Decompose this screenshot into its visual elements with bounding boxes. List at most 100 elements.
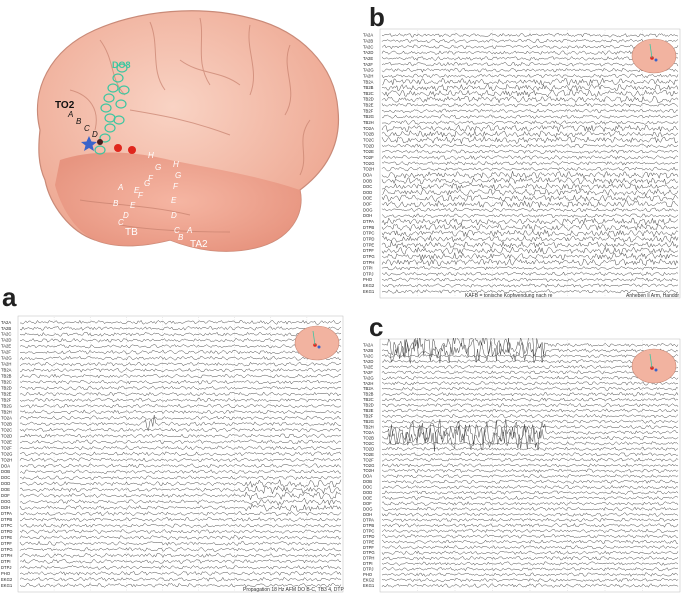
- eeg-trace: [19, 582, 342, 588]
- eeg-channel-label: TO2G: [363, 463, 374, 468]
- eeg-channel-label: TB2F: [1, 397, 12, 402]
- eeg-channel-label: DOH: [363, 512, 372, 517]
- eeg-channel-label: TO2D: [363, 143, 374, 148]
- eeg-trace: [381, 572, 679, 577]
- eeg-channel-label: EKG2: [1, 577, 13, 582]
- svg-text:A: A: [67, 110, 73, 119]
- eeg-channel-label: DOE: [1, 487, 10, 492]
- temporal-lobe: [55, 152, 301, 252]
- eeg-channel-label: DTPC: [1, 523, 12, 528]
- eeg-channel-label: TB2B: [363, 85, 374, 90]
- eeg-channel-label: TA2C: [1, 332, 11, 337]
- eeg-trace: [19, 326, 342, 331]
- eeg-channel-label: TA2G: [363, 375, 374, 380]
- eeg-trace: [381, 240, 679, 249]
- eeg-channel-label: TB2G: [363, 419, 374, 424]
- eeg-channel-label: TO2A: [1, 415, 12, 420]
- eeg-channel-label: DTPF: [363, 248, 374, 253]
- eeg-trace: [381, 474, 679, 479]
- eeg-trace: [381, 550, 679, 556]
- eeg-channel-label: DOA: [363, 172, 372, 177]
- eeg-channel-label: TB2H: [363, 425, 374, 430]
- eeg-trace: [381, 397, 679, 402]
- eeg-channel-label: TO2F: [363, 155, 374, 160]
- eeg-channel-label: TB2F: [363, 108, 374, 113]
- eeg-channel-label: TB2E: [363, 103, 374, 108]
- eeg-trace: [381, 265, 679, 271]
- eeg-channel-label: DOB: [363, 178, 372, 183]
- panel-b-annotation: KAFB = tonische Kopfwendung nach re: [465, 293, 553, 299]
- eeg-trace: [19, 355, 342, 361]
- eeg-channel-label: DOD: [363, 490, 372, 495]
- eeg-trace: [381, 479, 679, 484]
- eeg-channel-label: DTPI: [1, 559, 11, 564]
- eeg-trace: [19, 367, 342, 373]
- eeg-channel-label: EKG2: [363, 578, 375, 583]
- brain-illustration: DO8 TO2 A B C D H G F E H G F E D C A B …: [36, 10, 340, 252]
- eeg-channel-label: DTPA: [363, 517, 374, 522]
- eeg-channel-label: DTPF: [1, 541, 12, 546]
- eeg-channel-label: DOF: [363, 501, 372, 506]
- eeg-trace: [381, 95, 679, 104]
- eeg-channel-label: TO2F: [1, 445, 12, 450]
- eeg-channel-label: TA2H: [363, 73, 373, 78]
- svg-text:H: H: [173, 160, 179, 169]
- eeg-trace: [19, 337, 342, 343]
- eeg-trace: [381, 583, 679, 588]
- eeg-trace: [381, 364, 679, 370]
- eeg-channel-label: TO2C: [1, 427, 12, 432]
- eeg-trace: [381, 419, 679, 424]
- svg-text:B: B: [76, 117, 82, 126]
- eeg-trace: [381, 413, 679, 419]
- eeg-trace: [19, 535, 342, 541]
- eeg-channel-label: TB2A: [363, 79, 374, 84]
- eeg-channel-label: DTPE: [1, 535, 12, 540]
- eeg-channel-label: DTPG: [363, 254, 375, 259]
- svg-text:D: D: [92, 130, 98, 139]
- eeg-trace: [381, 490, 679, 495]
- eeg-trace: [381, 246, 679, 255]
- eeg-trace: [20, 349, 342, 355]
- eeg-trace: [381, 338, 679, 358]
- eeg-trace: [19, 475, 342, 481]
- eeg-trace: [19, 491, 342, 501]
- svg-text:G: G: [155, 163, 161, 172]
- eeg-trace: [19, 576, 342, 582]
- eeg-channel-label: TB2H: [1, 409, 12, 414]
- eeg-channel-label: DTPB: [1, 517, 12, 522]
- eeg-channel-label: TB2G: [1, 403, 12, 408]
- eeg-trace: [381, 252, 679, 261]
- electrode-marker-dark: [97, 139, 103, 145]
- eeg-trace: [381, 468, 679, 474]
- eeg-channel-label: DOH: [363, 213, 372, 218]
- eeg-trace: [381, 353, 679, 359]
- eeg-trace: [19, 497, 342, 506]
- eeg-channel-label: TO2G: [1, 451, 12, 456]
- eeg-channel-label: TO2C: [363, 138, 374, 143]
- eeg-channel-label: TO2B: [363, 435, 374, 440]
- eeg-trace: [381, 160, 679, 166]
- eeg-trace: [381, 130, 679, 139]
- eeg-trace: [19, 427, 342, 433]
- brain-sulci: [69, 17, 311, 233]
- eeg-channel-label: TB2B: [1, 374, 12, 379]
- eeg-channel-label: DTPD: [1, 529, 12, 534]
- eeg-channel-label: TA2D: [363, 50, 373, 55]
- eeg-trace: [381, 403, 679, 408]
- eeg-trace: [19, 511, 342, 517]
- eeg-channel-label: PHO: [1, 571, 11, 576]
- svg-text:E: E: [171, 196, 177, 205]
- eeg-channel-label: TA2F: [363, 370, 373, 375]
- eeg-channel-label: TO2H: [363, 468, 374, 473]
- tb-label: TB: [125, 227, 138, 238]
- eeg-panel-c: TA2ATA2BTA2CTA2DTA2ETA2FTA2GTA2HTB2ATB2B…: [363, 338, 681, 593]
- svg-text:E: E: [130, 201, 136, 210]
- eeg-trace: [381, 370, 679, 375]
- eeg-channel-label: DTPJ: [363, 271, 373, 276]
- eeg-channel-label: DOD: [1, 481, 10, 486]
- eeg-trace: [19, 344, 342, 349]
- eeg-trace: [381, 289, 679, 294]
- svg-text:G: G: [175, 171, 181, 180]
- eeg-trace: [19, 529, 342, 534]
- eeg-trace: [19, 479, 342, 488]
